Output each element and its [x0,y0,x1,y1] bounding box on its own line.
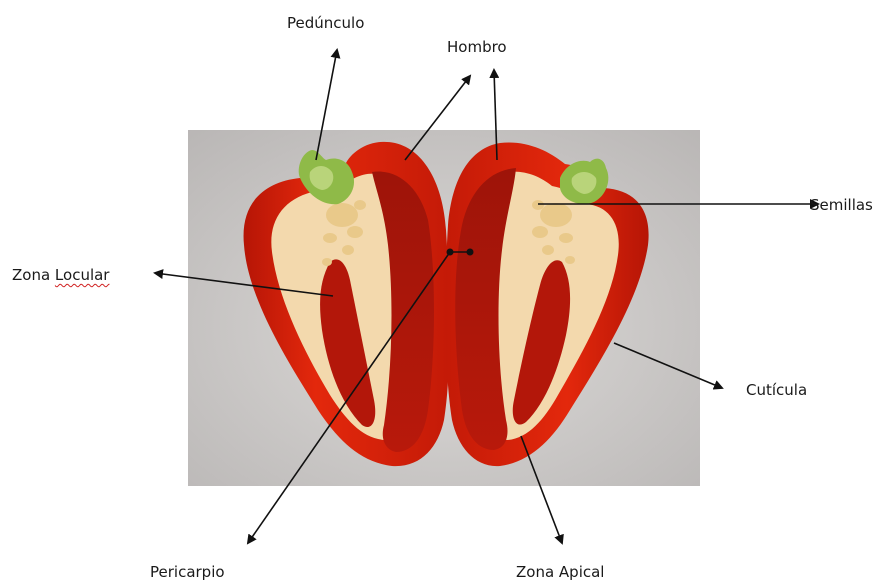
pericarp-dot-right [467,249,474,256]
label-apical-zone: Zona Apical [516,563,604,581]
label-pericarp: Pericarpio [150,563,225,581]
label-shoulder: Hombro [447,38,507,56]
pericarp-dot-left [447,249,454,256]
label-locular-zone-word2: Locular [55,266,110,284]
label-cuticle: Cutícula [746,381,807,399]
label-locular-zone: Zona Locular [12,266,109,284]
label-peduncle: Pedúnculo [287,14,364,32]
label-locular-zone-word1: Zona [12,266,55,284]
label-seeds: Semillas [810,196,873,214]
